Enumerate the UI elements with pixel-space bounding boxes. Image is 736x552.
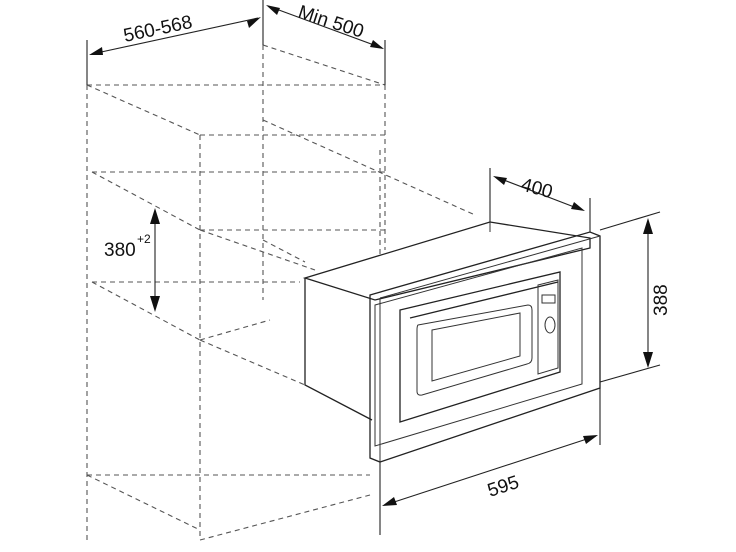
dimension-label-appliance-depth: 400 (519, 175, 555, 203)
cabinet-niche (86, 44, 476, 541)
dimension-label-niche-height: 380 (104, 240, 136, 261)
control-panel (537, 279, 559, 375)
dimension-label-frame-height: 388 (651, 284, 672, 316)
dimension-frame-height: 388 (599, 211, 672, 383)
dimension-niche-height: 380 +2 (104, 208, 160, 312)
door-window (416, 304, 533, 396)
dimension-frame-width: 595 (379, 388, 601, 535)
dimension-niche-width: 560-568 (86, 12, 261, 85)
microwave-body (302, 221, 591, 421)
dimension-label-niche-depth: Min 500 (295, 2, 366, 43)
microwave-door (399, 271, 561, 423)
dimension-niche-depth: Min 500 (262, 0, 386, 85)
dimension-appliance-depth: 400 (489, 168, 591, 232)
display-window (541, 294, 556, 304)
dimension-tolerance: +2 (137, 232, 151, 246)
trim-frame (369, 231, 601, 463)
control-knob-icon (544, 316, 556, 334)
dimension-label-niche-width: 560-568 (122, 12, 195, 47)
dimension-label-frame-width: 595 (485, 472, 522, 502)
